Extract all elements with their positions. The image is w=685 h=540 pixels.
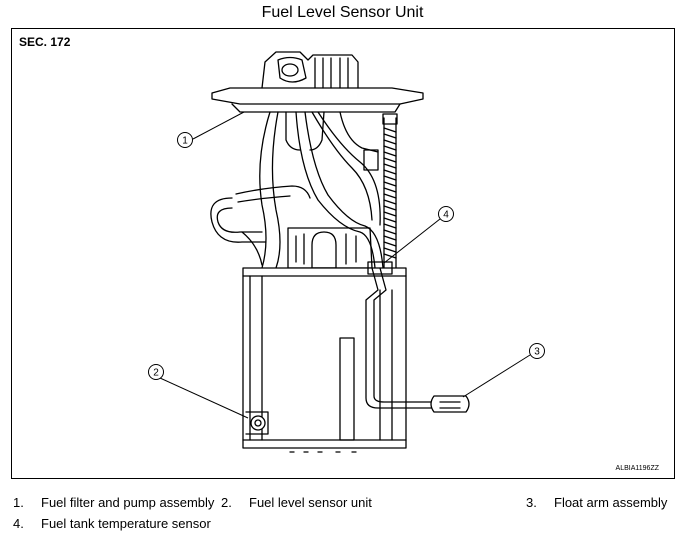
leader-line-2 <box>159 377 249 419</box>
legend-item-3: 3. Float arm assembly <box>526 495 667 510</box>
legend-item-4: 4. Fuel tank temperature sensor <box>13 516 211 531</box>
callout-4: 4 <box>438 206 454 222</box>
diagram-title: Fuel Level Sensor Unit <box>261 4 424 21</box>
legend-number: 3. <box>526 495 537 510</box>
legend-number: 1. <box>13 495 24 510</box>
callout-3: 3 <box>529 343 545 359</box>
legend-text: Fuel level sensor unit <box>249 495 372 510</box>
reservoir-body <box>242 267 407 453</box>
leader-line-4 <box>383 218 441 264</box>
internal-hoses <box>210 111 384 269</box>
callout-2: 2 <box>148 364 164 380</box>
section-label: SEC. 172 <box>19 35 71 49</box>
diagram-frame <box>11 28 675 479</box>
legend-item-2: 2. Fuel level sensor unit <box>221 495 372 510</box>
legend-number: 2. <box>221 495 232 510</box>
legend-item-1: 1. Fuel filter and pump assembly <box>13 495 214 510</box>
legend-text: Fuel tank temperature sensor <box>41 516 211 531</box>
legend-number: 4. <box>13 516 24 531</box>
legend-text: Fuel filter and pump assembly <box>41 495 215 510</box>
callout-4-label: 4 <box>443 210 449 221</box>
legend-text: Float arm assembly <box>554 495 668 510</box>
pump-flange <box>211 51 424 113</box>
callout-3-label: 3 <box>534 347 540 358</box>
callout-1: 1 <box>177 132 193 148</box>
pump-motor <box>287 227 373 269</box>
figure-code: ALBIA1196ZZ <box>615 465 659 472</box>
callout-1-label: 1 <box>182 136 188 147</box>
leader-line-3 <box>462 354 531 398</box>
float-arm <box>365 261 470 413</box>
callout-2-label: 2 <box>153 368 159 379</box>
leader-line-1 <box>192 111 245 140</box>
guide-spring <box>382 113 398 273</box>
